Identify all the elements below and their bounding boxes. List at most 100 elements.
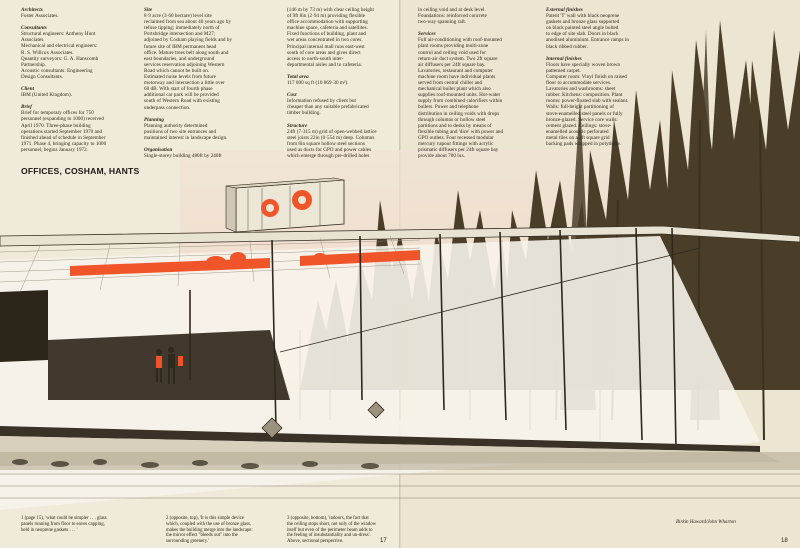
caption-line: the ceiling stops short, not only of the…: [287, 521, 377, 527]
brief-line: 1971. Phase 4, bringing capacity to 1000: [21, 140, 107, 147]
foundations-line: in ceiling void and at desk level.: [418, 7, 486, 13]
external-line: anodised aluminium. Entrance ramps in: [546, 37, 629, 44]
caption-line: 1 (page 15), 'what could be simpler . . …: [21, 516, 107, 521]
internal-line: Floors have specially woven brown: [546, 61, 621, 68]
foundations-line: two-way spanning raft.: [418, 19, 467, 26]
column-services: in ceiling void and at desk level. Found…: [418, 7, 542, 159]
services-line: mechanical boiler plant which also: [418, 86, 491, 93]
client-text: IBM (United Kingdom).: [21, 92, 73, 99]
organisation-text: Single-storey building 480ft by 240ft: [144, 153, 222, 160]
consultants-line: Associates.: [21, 37, 45, 44]
services-line: air diffusers per 24ft square bay.: [418, 61, 486, 68]
internal-line: patterned carpet.: [546, 67, 581, 74]
brief-line: personnel (expanding to 1000) received: [21, 116, 104, 123]
page-number-right: 18: [781, 538, 788, 544]
consultants-line: Quantity surveyors: G. A. Hanscomb: [21, 55, 99, 62]
column-organisation: (146 m by 73 m) with clear ceiling heigh…: [287, 7, 411, 159]
organisation-cont-line: Fixed functions of building, plant and: [287, 31, 366, 38]
structure-line: used as ducts for GPO and power cables: [287, 146, 372, 153]
services-line: provide about 700 lux.: [418, 153, 466, 160]
consultants-line: Acoustic consultants: Engineering: [21, 67, 93, 74]
site-line: additional car park will be provided: [144, 92, 219, 99]
external-line: black ribbed rubber.: [546, 43, 588, 50]
external-finishes-heading: External finishes: [546, 7, 583, 13]
internal-line: rubber. Kitchens: composition. Plant: [546, 92, 623, 99]
organisation-cont-line: access to north-south inter-: [287, 55, 344, 62]
site-line: 8·9 acre (3·60 hectare) level site: [144, 13, 212, 20]
internal-line: cement glazed. Ceilings: stove-: [546, 122, 612, 129]
caption-line: panels running from floor to eaves cappi…: [21, 521, 105, 527]
external-line: to edge of site slab. Doors in black: [546, 31, 619, 38]
services-line: boilers. Power and telephone: [418, 104, 479, 111]
external-line: gaskets and bronze glass supported: [546, 19, 620, 26]
services-line: Full air-conditioning with roof-mounted: [418, 37, 502, 44]
consultants-heading: Consultants: [21, 25, 47, 32]
caption-line: itself but even of the perimeter beam ad…: [287, 527, 373, 533]
site-line: Road which cannot be built on.: [144, 67, 210, 74]
external-line: Patent 'T' wall with black neoprene: [546, 13, 620, 20]
structure-line: from 8in square hollow steel sections: [287, 140, 365, 147]
caption-line: 3 (opposite, bottom), 'indoors, the fact…: [287, 516, 369, 521]
services-line: GPO outlets. Four recessed modular: [418, 134, 494, 141]
organisation-heading: Organisation: [144, 146, 173, 153]
external-line: on black painted steel angle bolted: [546, 25, 619, 32]
caption-line: the mirror effect "bleeds out" into the: [166, 533, 238, 539]
brief-line: April 1970. Three-phase building: [21, 122, 91, 129]
brief-line: operations started September 1970 and: [21, 128, 103, 135]
caption-1: 1 (page 15), 'what could be simpler . . …: [21, 516, 171, 533]
column-site: Site 8·9 acre (3·60 hectare) level site …: [144, 7, 276, 159]
internal-line: enamelled acoustic perforated: [546, 128, 609, 135]
internal-line: bronze-glazed. Service core walls:: [546, 116, 618, 123]
site-line: services reservation adjoining Western: [144, 61, 225, 68]
caption-2: 2 (opposite, top), 'It is this simple de…: [166, 516, 296, 545]
internal-line: rooms: power-floated slab with sealant.: [546, 98, 629, 105]
consultants-line: Partnership.: [21, 61, 47, 68]
planning-line: maintained interest in landscape design.: [144, 134, 228, 141]
services-line: supply from combined calorifiers within: [418, 98, 503, 105]
brief-line: Brief for temporary offices for 750: [21, 110, 94, 117]
cost-line: timber building.: [287, 110, 321, 117]
services-line: control and ceiling void used for: [418, 49, 487, 56]
site-line: refuse tipping; immediately north of: [144, 25, 220, 32]
caption-line: surrounding greenery.': [166, 539, 209, 545]
caption-line: the feeling of insubstantiality and un-d…: [287, 533, 371, 539]
site-line: Portsbridge intersection and M27;: [144, 31, 216, 38]
organisation-cont-line: wet areas concentrated in two cores.: [287, 37, 363, 44]
organisation-cont-line: of 9ft 8in (2·94 m) providing flexible: [287, 13, 366, 20]
site-line: underpass connection.: [144, 104, 191, 111]
brief-line: personnel, begins January 1972.: [21, 146, 89, 153]
structure-heading: Structure: [287, 122, 308, 129]
caption-line: 2 (opposite, top), 'It is this simple de…: [166, 516, 245, 521]
services-line: machine room have individual plants: [418, 73, 496, 80]
organisation-cont-line: office accommodation with supporting: [287, 19, 368, 26]
internal-line: floor to accommodate services.: [546, 80, 612, 87]
planning-line: Planning authority determined: [144, 122, 208, 129]
services-line: mercury vapour fittings with acrylic: [418, 140, 494, 147]
column-credits: Architects Foster Associates. Consultant…: [21, 7, 139, 153]
organisation-cont-line: Principal internal mall runs east-west: [287, 43, 365, 50]
internal-line: stove-enamelled steel panels or fully: [546, 110, 623, 117]
caption-line: makes the building merge into the landsc…: [166, 527, 253, 533]
consultants-line: R. S. Willcox Associates.: [21, 49, 74, 56]
organisation-cont-line: machine space, cafeteria and satellites.: [287, 25, 368, 32]
internal-line: metal tiles on a 2ft square grid: [546, 134, 610, 141]
caption-line: held in neoprene gaskets . . . ': [21, 527, 78, 533]
consultants-line: Design Consultants.: [21, 73, 64, 80]
site-line: Estimated noise levels from future: [144, 74, 216, 81]
site-line: south of Western Road with existing: [144, 98, 220, 105]
cost-heading: Cost: [287, 92, 297, 99]
site-line: reclaimed from sea about 40 years ago by: [144, 19, 232, 26]
consultants-line: Mechanical and electrical engineers:: [21, 43, 98, 50]
internal-finishes-heading: Internal finishes: [546, 55, 582, 62]
foundations-line: Foundations: reinforced concrete: [418, 13, 487, 20]
caption-3: 3 (opposite, bottom), 'indoors, the fact…: [287, 516, 417, 545]
site-line: east boundaries, and underground: [144, 55, 215, 62]
site-heading: Site: [144, 7, 153, 13]
organisation-cont-line: (146 m by 73 m) with clear ceiling heigh…: [287, 7, 374, 13]
services-line: served from central chiller and: [418, 80, 483, 87]
internal-line: Computer room: Vinyl finish on raised: [546, 73, 627, 80]
services-line: prismatic diffusers per 24ft square bay: [418, 147, 499, 154]
site-line: future site of IBM permanent head: [144, 43, 217, 50]
structure-line: steel joists 22in (0·554 m) deep. Column…: [287, 134, 375, 141]
site-line: motorway and intersection a little over: [144, 80, 225, 87]
